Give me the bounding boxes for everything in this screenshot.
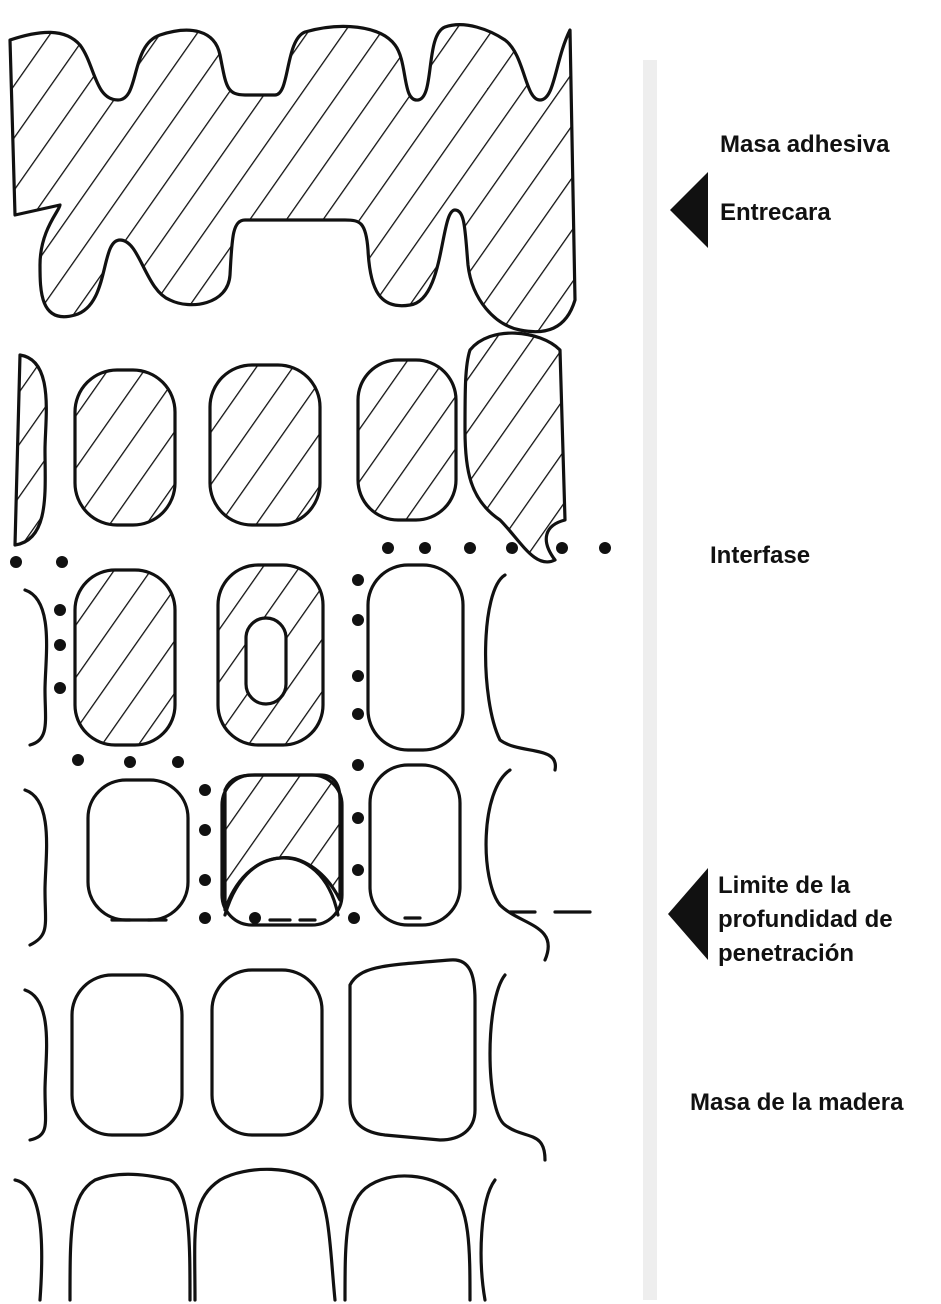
- label-interfase: Interfase: [710, 542, 810, 569]
- label-limite-line1: Limite de la: [718, 872, 851, 899]
- cell-row4-right-wall: [490, 975, 545, 1160]
- cell-row3-right-wall: [486, 770, 548, 960]
- cell-row1-c1: [75, 370, 175, 525]
- cell-row3-left-edge: [25, 790, 47, 945]
- label-limite-line2: profundidad de: [718, 906, 893, 933]
- cell-row5-c3: [345, 1176, 470, 1300]
- cell-row1-c2: [210, 365, 320, 525]
- cell-row5-c1: [70, 1174, 190, 1300]
- cell-row4-left-edge: [25, 990, 47, 1140]
- cell-row3-c2-fill: [225, 775, 340, 910]
- cell-row2-left-edge: [25, 590, 47, 745]
- cell-row4-c1: [72, 975, 182, 1135]
- cell-row2-c3: [368, 565, 463, 750]
- label-limite-line3: penetración: [718, 940, 854, 967]
- label-masa-madera: Masa de la madera: [690, 1089, 904, 1116]
- label-entrecara: Entrecara: [720, 199, 831, 226]
- cell-row4-c3: [350, 960, 475, 1140]
- cell-row1-c3: [358, 360, 456, 520]
- cell-row5-left: [15, 1180, 42, 1300]
- cell-row2-c2-lumen: [246, 618, 286, 704]
- penetration-limit-pointer: [668, 868, 708, 960]
- entrecara-pointer: [670, 172, 708, 248]
- cell-row1-left-edge: [15, 355, 46, 545]
- cell-row1-c4: [465, 333, 565, 562]
- cell-row3-c1: [88, 780, 188, 920]
- cell-row3-c3: [370, 765, 460, 925]
- cell-row5-right: [481, 1180, 495, 1300]
- cell-row2-right-wall: [486, 575, 556, 770]
- adhesive-layer: [10, 25, 575, 332]
- label-masa-adhesiva: Masa adhesiva: [720, 131, 890, 158]
- cell-row2-c1: [75, 570, 175, 745]
- cell-row4-c2: [212, 970, 322, 1135]
- cell-row5-c2: [195, 1169, 335, 1300]
